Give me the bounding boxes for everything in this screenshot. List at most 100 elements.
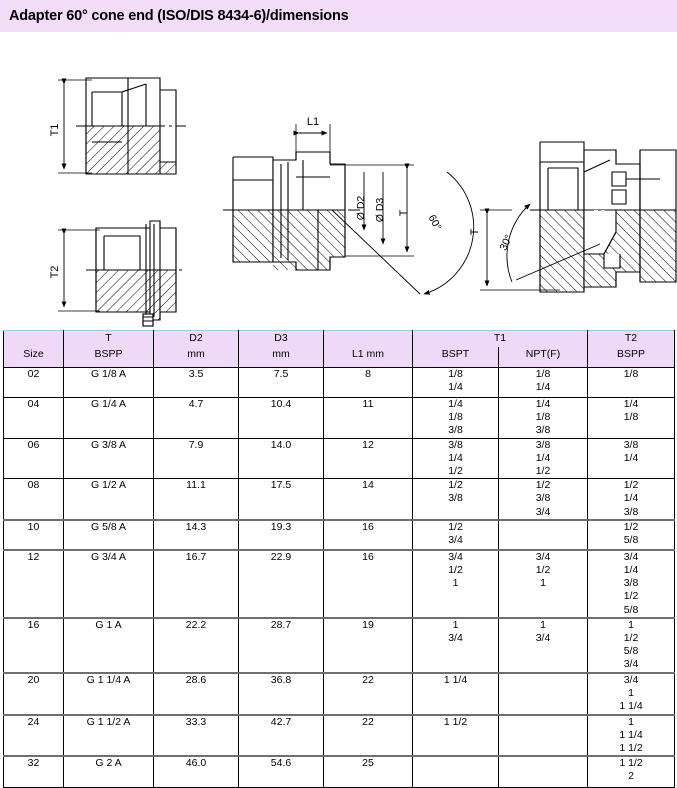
- header-d2-unit: mm: [153, 347, 239, 368]
- drawing-view-t2: T2: [49, 220, 186, 327]
- cell-d3: 54.6: [238, 755, 324, 788]
- drawing-label-t2: T2: [49, 266, 61, 279]
- drawing-label-60deg: 60°: [426, 213, 444, 233]
- cell-d2: 3.5: [153, 367, 239, 398]
- cell-t-bspp: G 1 A: [63, 616, 154, 673]
- cell-size: 20: [3, 671, 64, 715]
- cell-t-bspp: G 1/8 A: [63, 367, 154, 398]
- cell-t-bspp: G 2 A: [63, 755, 154, 788]
- cell-d3: 10.4: [238, 397, 324, 439]
- cell-d3: 19.3: [238, 518, 324, 550]
- technical-drawings-panel: T1 T2: [0, 32, 677, 330]
- cell-t-bspp: G 1/4 A: [63, 397, 154, 439]
- header-t-group: T: [63, 330, 154, 347]
- cell-size: 24: [3, 713, 64, 757]
- header-t-sub: BSPP: [63, 347, 154, 368]
- table-head: T D2 D3 T1 T2 Size BSPP mm mm L1 mm BSPT…: [3, 330, 676, 368]
- header-size: Size: [3, 347, 64, 368]
- cell-t-bspp: G 5/8 A: [63, 518, 154, 550]
- cell-t-bspp: G 3/4 A: [63, 548, 154, 618]
- drawing-view-dimensions: L1 Ø D2 Ø D3 T 60°: [223, 116, 475, 295]
- cell-t2-bspp: 1/8: [587, 367, 676, 398]
- drawing-label-30deg: 30°: [497, 233, 515, 252]
- cell-t1-bspt: 1 1/4: [412, 671, 499, 715]
- page-title-bar: Adapter 60° cone end (ISO/DIS 8434-6)/di…: [0, 0, 677, 32]
- cell-size: 10: [3, 518, 64, 550]
- header-row-top: T D2 D3 T1 T2: [3, 330, 676, 347]
- cell-size: 16: [3, 616, 64, 673]
- cell-t1-bspt: [412, 755, 499, 788]
- cell-d3: 36.8: [238, 671, 324, 715]
- cell-l1: 22: [323, 713, 413, 757]
- cell-d3: 42.7: [238, 713, 324, 757]
- cell-l1: 16: [323, 518, 413, 550]
- cell-t1-npt: [497, 755, 589, 788]
- cell-d2: 4.7: [153, 397, 239, 439]
- dimensions-table: T D2 D3 T1 T2 Size BSPP mm mm L1 mm BSPT…: [3, 330, 676, 788]
- cell-d2: 16.7: [153, 548, 239, 618]
- cell-d3: 17.5: [238, 478, 324, 520]
- cell-t-bspp: G 3/8 A: [63, 437, 154, 479]
- cell-d3: 28.7: [238, 616, 324, 673]
- cell-l1: 14: [323, 478, 413, 520]
- cell-l1: 22: [323, 671, 413, 715]
- cell-size: 08: [3, 478, 64, 520]
- cell-d3: 14.0: [238, 437, 324, 479]
- cell-d2: 46.0: [153, 755, 239, 788]
- header-d2: D2: [153, 330, 239, 347]
- drawing-label-t-right: T: [469, 228, 481, 235]
- drawing-view-t1: T1: [49, 77, 186, 175]
- cell-t-bspp: G 1/2 A: [63, 478, 154, 520]
- cell-d2: 28.6: [153, 671, 239, 715]
- cell-d2: 22.2: [153, 616, 239, 673]
- header-l1-top: [323, 330, 413, 347]
- page-title: Adapter 60° cone end (ISO/DIS 8434-6)/di…: [9, 8, 349, 24]
- cell-l1: 8: [323, 367, 413, 398]
- header-t2-sub: BSPP: [587, 347, 676, 368]
- cell-d2: 14.3: [153, 518, 239, 550]
- cell-t1-bspt: 1 1/2: [412, 713, 499, 757]
- header-t1-group: T1: [411, 330, 589, 347]
- drawing-label-l1: L1: [307, 116, 319, 128]
- cell-t1-npt: [497, 671, 589, 715]
- cell-l1: 16: [323, 548, 413, 618]
- cell-t1-npt: [497, 518, 589, 550]
- cell-d3: 7.5: [238, 367, 324, 398]
- header-t1-bspt: BSPT: [412, 347, 499, 368]
- cell-d2: 11.1: [153, 478, 239, 520]
- cell-t-bspp: G 1 1/4 A: [63, 671, 154, 715]
- cell-t-bspp: G 1 1/2 A: [63, 713, 154, 757]
- cell-l1: 25: [323, 755, 413, 788]
- cell-l1: 12: [323, 437, 413, 479]
- drawing-view-assembly: T 30°: [469, 141, 677, 293]
- cell-size: 12: [3, 548, 64, 618]
- cell-t1-npt: [497, 713, 589, 757]
